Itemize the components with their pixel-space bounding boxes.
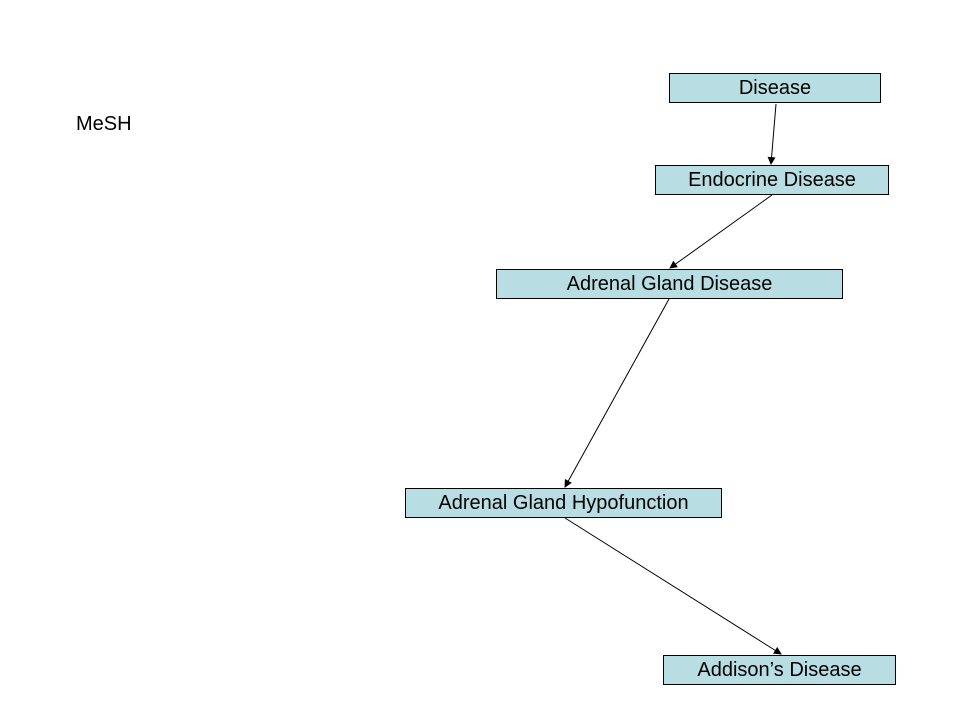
node-addisons-disease: Addison’s Disease xyxy=(663,655,896,685)
node-adrenal-gland-disease: Adrenal Gland Disease xyxy=(496,269,843,299)
node-disease: Disease xyxy=(669,73,881,103)
arrow-disease-to-endocrine xyxy=(767,103,777,165)
node-endocrine-disease: Endocrine Disease xyxy=(655,165,889,195)
node-adrenal-gland-hypofunction: Adrenal Gland Hypofunction xyxy=(405,488,722,518)
arrow-hypofunction-to-addison xyxy=(564,517,782,655)
mesh-label: MeSH xyxy=(76,113,132,135)
arrow-endocrine-to-adrenal xyxy=(669,194,773,269)
arrow-adrenal-to-hypofunction xyxy=(564,298,670,488)
